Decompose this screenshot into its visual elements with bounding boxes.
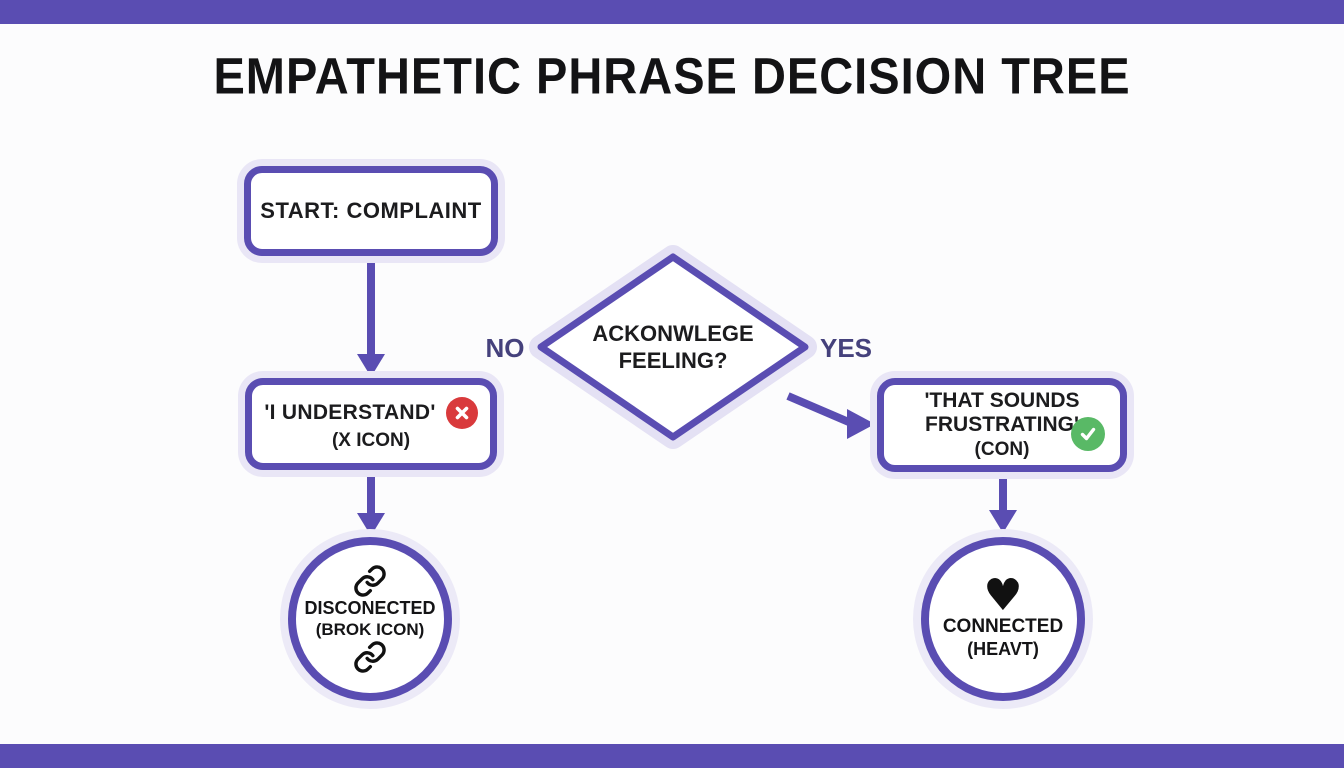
understand-node-label: 'I UNDERSTAND' <box>264 400 436 424</box>
decision-diamond-label: ACKONWLEGE FEELING? <box>527 244 819 450</box>
x-circle-icon <box>445 396 478 429</box>
check-circle-icon <box>1071 417 1105 451</box>
decision-line2: FEELING? <box>618 348 728 373</box>
start-node: START: COMPLAINT <box>244 166 498 256</box>
decision-line1: ACKONWLEGE <box>592 320 754 346</box>
connected-node-sublabel: (HEAVT) <box>967 638 1039 659</box>
frustrating-node: 'THAT SOUNDS FRUSTRATING' (CON) <box>877 378 1127 472</box>
frustrating-node-sublabel: (CON) <box>974 439 1030 461</box>
connected-node: ♥ CONNECTED (HEAVT) <box>921 537 1085 701</box>
understand-node-sublabel: (X ICON) <box>331 429 411 451</box>
page-title: EMPATHETIC PHRASE DECISION TREE <box>213 47 1131 105</box>
frustrating-node-line1: 'THAT SOUNDS <box>924 388 1080 412</box>
frustrating-node-line2: FRUSTRATING' <box>925 413 1079 436</box>
yes-branch-label: YES <box>819 333 873 363</box>
no-branch-label: NO <box>485 333 525 363</box>
connected-node-label: CONNECTED <box>942 615 1064 637</box>
disconnected-node: DISCONECTED (BROK ICON) <box>288 537 452 701</box>
broken-link-icon-bottom <box>354 641 386 673</box>
start-node-label: START: COMPLAINT <box>260 198 482 223</box>
disconnected-node-label: DISCONECTED <box>304 598 436 618</box>
bottom-accent-bar <box>0 744 1344 768</box>
decision-diamond <box>529 245 817 449</box>
understand-node: 'I UNDERSTAND' (X ICON) <box>245 378 497 470</box>
heart-icon: ♥ <box>983 569 1023 621</box>
broken-link-icon-top <box>354 565 386 597</box>
disconnected-node-sublabel: (BROK ICON) <box>315 619 425 639</box>
top-accent-bar <box>0 0 1344 24</box>
